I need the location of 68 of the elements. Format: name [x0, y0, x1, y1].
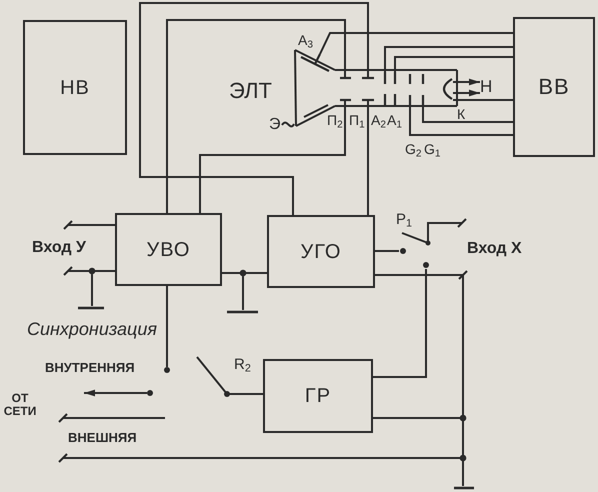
wire: [63, 220, 115, 230]
cathode-symbol: [442, 78, 453, 100]
input-label: Вход Х: [467, 240, 522, 258]
wire: [58, 413, 147, 423]
section-heading: Синхронизация: [27, 320, 157, 340]
wire: [427, 218, 467, 231]
option-label: ВНЕШНЯЯ: [68, 430, 137, 446]
electrode-symbol: [408, 74, 412, 106]
electrode-label: А$_{2}$: [371, 113, 386, 128]
wire: [384, 46, 513, 72]
wire: [453, 99, 513, 101]
ground-symbol: [454, 486, 474, 490]
function-block: [23, 20, 127, 155]
electrode-label: G$_{1}$: [424, 142, 440, 158]
electrode-symbol: [422, 74, 424, 106]
switch-symbol: [399, 231, 432, 269]
wire: [375, 250, 399, 252]
switch-label: Р$_{1}$: [396, 212, 412, 228]
arrow: [453, 78, 480, 86]
wire: [319, 32, 513, 54]
wire: [375, 270, 468, 280]
function-block: [267, 215, 375, 288]
switch-label: R$_{2}$: [234, 357, 251, 374]
ground-symbol: [78, 306, 104, 310]
wire: [58, 453, 466, 487]
electrode-label: К: [457, 107, 466, 122]
block-label: НВ: [60, 76, 90, 98]
electrode-label: П$_{2}$: [327, 113, 343, 128]
arrow: [453, 90, 480, 96]
function-block: [115, 213, 222, 286]
wire: [221, 270, 246, 311]
ground-symbol: [227, 310, 258, 314]
wire: [367, 101, 369, 215]
input-label: Вход У: [32, 239, 86, 257]
electrode-label: А$_{3}$: [298, 33, 313, 48]
electrode-label: А$_{1}$: [387, 113, 402, 128]
wire: [422, 106, 513, 123]
electrode-label: Н: [480, 78, 493, 97]
wire: [231, 393, 263, 395]
crt-tube-drawing: [294, 48, 460, 128]
tube-label: ЭЛТ: [229, 79, 272, 104]
electrode-label: П$_{1}$: [349, 113, 365, 128]
leader-line: [281, 122, 295, 128]
electrode-label: Э: [269, 116, 282, 134]
deflection-plates: [340, 76, 351, 102]
wire: [166, 286, 168, 355]
wire: [394, 56, 513, 72]
electrode-symbol: [384, 72, 386, 106]
switch-symbol: [147, 355, 231, 420]
electrode-symbol: [300, 54, 330, 72]
block-label: ГР: [304, 385, 332, 407]
wire: [166, 19, 346, 213]
wire: [373, 269, 427, 378]
option-label: ВНУТРЕННЯЯ: [45, 361, 135, 376]
wire: [199, 101, 346, 213]
block-label: ВВ: [538, 74, 570, 100]
electrode-symbol: [394, 72, 396, 106]
block-label: УГО: [300, 240, 342, 262]
wire: [409, 106, 513, 136]
block-label: УВО: [146, 238, 190, 260]
wire: [139, 2, 369, 215]
arrow: [84, 390, 147, 396]
deflection-plates: [362, 76, 374, 102]
function-block: [513, 17, 595, 157]
wire: [88, 268, 116, 307]
electrode-label: G$_{2}$: [405, 142, 422, 158]
option-label: ОТ СЕТИ: [2, 392, 38, 418]
function-block: [263, 359, 373, 433]
